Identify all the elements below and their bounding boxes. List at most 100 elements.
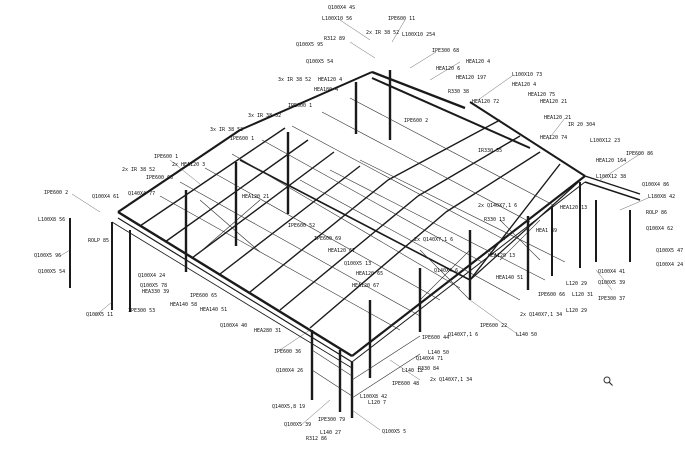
member-label: HEA120 164 [596, 158, 626, 164]
member-label: HEA330 39 [142, 289, 169, 295]
member-label: 2x Q140X7,1 34 [520, 312, 562, 318]
member-label: 2x HEA120 3 [172, 162, 205, 168]
member-label: Q100X5 96 [34, 253, 61, 259]
member-label: HEA1 89 [536, 228, 557, 234]
member-label: Q100X5 95 [296, 42, 323, 48]
member-label: L100X10 56 [322, 16, 352, 22]
member-label: HEA120 74 [540, 135, 567, 141]
member-label: L120 29 [566, 308, 587, 314]
member-label: IPE300 53 [128, 308, 155, 314]
member-label: L120 7 [368, 400, 386, 406]
member-label: L140 50 [516, 332, 537, 338]
member-label: L100X10 254 [402, 32, 435, 38]
member-label: HEA120 13 [488, 253, 515, 259]
member-label: 3x IR 38 52 [248, 113, 281, 119]
member-label: Q100X4 86 [642, 182, 669, 188]
member-label: L100X12 38 [596, 174, 626, 180]
member-label: IPE600 48 [392, 381, 419, 387]
member-label: R330 38 [448, 89, 469, 95]
member-label: Q100X5 11 [86, 312, 113, 318]
member-label: HEA140 51 [496, 275, 523, 281]
member-label: R312 86 [306, 436, 327, 442]
member-label: IPE600 86 [626, 151, 653, 157]
member-label: Q100X5 78 [140, 283, 167, 289]
member-label: HEA120 4 [512, 82, 536, 88]
member-label: HEA120 197 [456, 75, 486, 81]
member-label: IPE600 2 [44, 190, 68, 196]
member-label: L120 31 [572, 292, 593, 298]
member-label: IPE600 63 [146, 175, 173, 181]
member-label: HEA120 21 [242, 194, 269, 200]
member-label: Q140X4 6 [434, 268, 458, 274]
member-label: Q140X7,1 6 [448, 332, 478, 338]
member-label: L100X12 23 [590, 138, 620, 144]
member-label: IPE300 37 [598, 296, 625, 302]
member-label: HEA140 58 [170, 302, 197, 308]
member-label: L180X8 42 [648, 194, 675, 200]
member-label: IPE600 1 [230, 136, 254, 142]
magnifier-icon[interactable] [603, 376, 613, 386]
member-label: HEA120 72 [472, 99, 499, 105]
member-label: ROLP 85 [88, 238, 109, 244]
member-label: Q100X5 54 [306, 59, 333, 65]
member-label: HEA280 31 [254, 328, 281, 334]
member-label: Q100X4 24 [138, 273, 165, 279]
member-label: Q100X4 61 [92, 194, 119, 200]
member-label: 2x IR 38 52 [122, 167, 155, 173]
member-label: R312 89 [324, 36, 345, 42]
member-label: IPE600 1 [288, 103, 312, 109]
member-label: Q100X4 40 [220, 323, 247, 329]
member-label: IPE600 2 [404, 118, 428, 124]
member-label: L120 29 [566, 281, 587, 287]
member-label: IPE600 1 [154, 154, 178, 160]
member-label: HEA120 4 [466, 59, 490, 65]
member-label: Q100X4 62 [646, 226, 673, 232]
member-label: L140 27 [320, 430, 341, 436]
member-label: HEA120 21 [540, 99, 567, 105]
member-label: HEA140 51 [200, 307, 227, 313]
member-label: IPE600 22 [480, 323, 507, 329]
member-label: Q100X5 13 [344, 261, 371, 267]
member-label: 2x IR 38 52 [366, 30, 399, 36]
member-label: HEA180 4 [314, 87, 338, 93]
member-label: IPE600 44 [422, 335, 449, 341]
member-label: Q100X4 24 [656, 262, 683, 268]
member-label: 3x IR 38 52 [278, 77, 311, 83]
member-label: Q140X4 77 [128, 191, 155, 197]
member-label: Q100X4 41 [598, 269, 625, 275]
member-label: 2x Q140X7,1 34 [430, 377, 472, 383]
member-label: 3x IR 38 52 [210, 127, 243, 133]
member-labels: Q100X4 4S L100X10 56 IPE600 11 2x IR 38 … [34, 5, 683, 442]
member-label: L100X10 73 [512, 72, 542, 78]
member-label: HEA120 65 [356, 271, 383, 277]
member-label: IPE600 11 [388, 16, 415, 22]
member-label: L140 12 [402, 368, 423, 374]
member-label: IPE600 52 [288, 223, 315, 229]
member-label: L100X8 42 [360, 394, 387, 400]
member-label: IPE300 68 [432, 48, 459, 54]
member-label: HEA120 6 [436, 66, 460, 72]
leader-lines [59, 19, 649, 431]
member-label: R330 84 [418, 366, 439, 372]
member-label: Q100X5 39 [598, 280, 625, 286]
member-label: L100X8 56 [38, 217, 65, 223]
member-label: Q100X5 5 [382, 429, 406, 435]
member-label: IPE600 66 [538, 292, 565, 298]
member-label: IR 20 304 [568, 122, 595, 128]
member-label: R330 13 [484, 217, 505, 223]
member-label: IPE600 69 [314, 236, 341, 242]
member-label: Q100X5 54 [38, 269, 65, 275]
member-label: Q100X4 26 [276, 368, 303, 374]
member-label: IPE600 36 [274, 349, 301, 355]
member-label: Q100X5 47 [656, 248, 683, 254]
structure-lines [69, 70, 641, 418]
member-label: L140 50 [428, 350, 449, 356]
member-label: 2x Q140X7,1 6 [414, 237, 453, 243]
member-label: IR330 35 [478, 148, 502, 154]
member-label: HEA120 75 [528, 92, 555, 98]
member-label: HEA120 21 [544, 115, 571, 121]
member-label: Q140X5,8 19 [272, 404, 305, 410]
member-label: Q100X4 4S [328, 5, 355, 11]
member-label: HEA120 4 [318, 77, 342, 83]
